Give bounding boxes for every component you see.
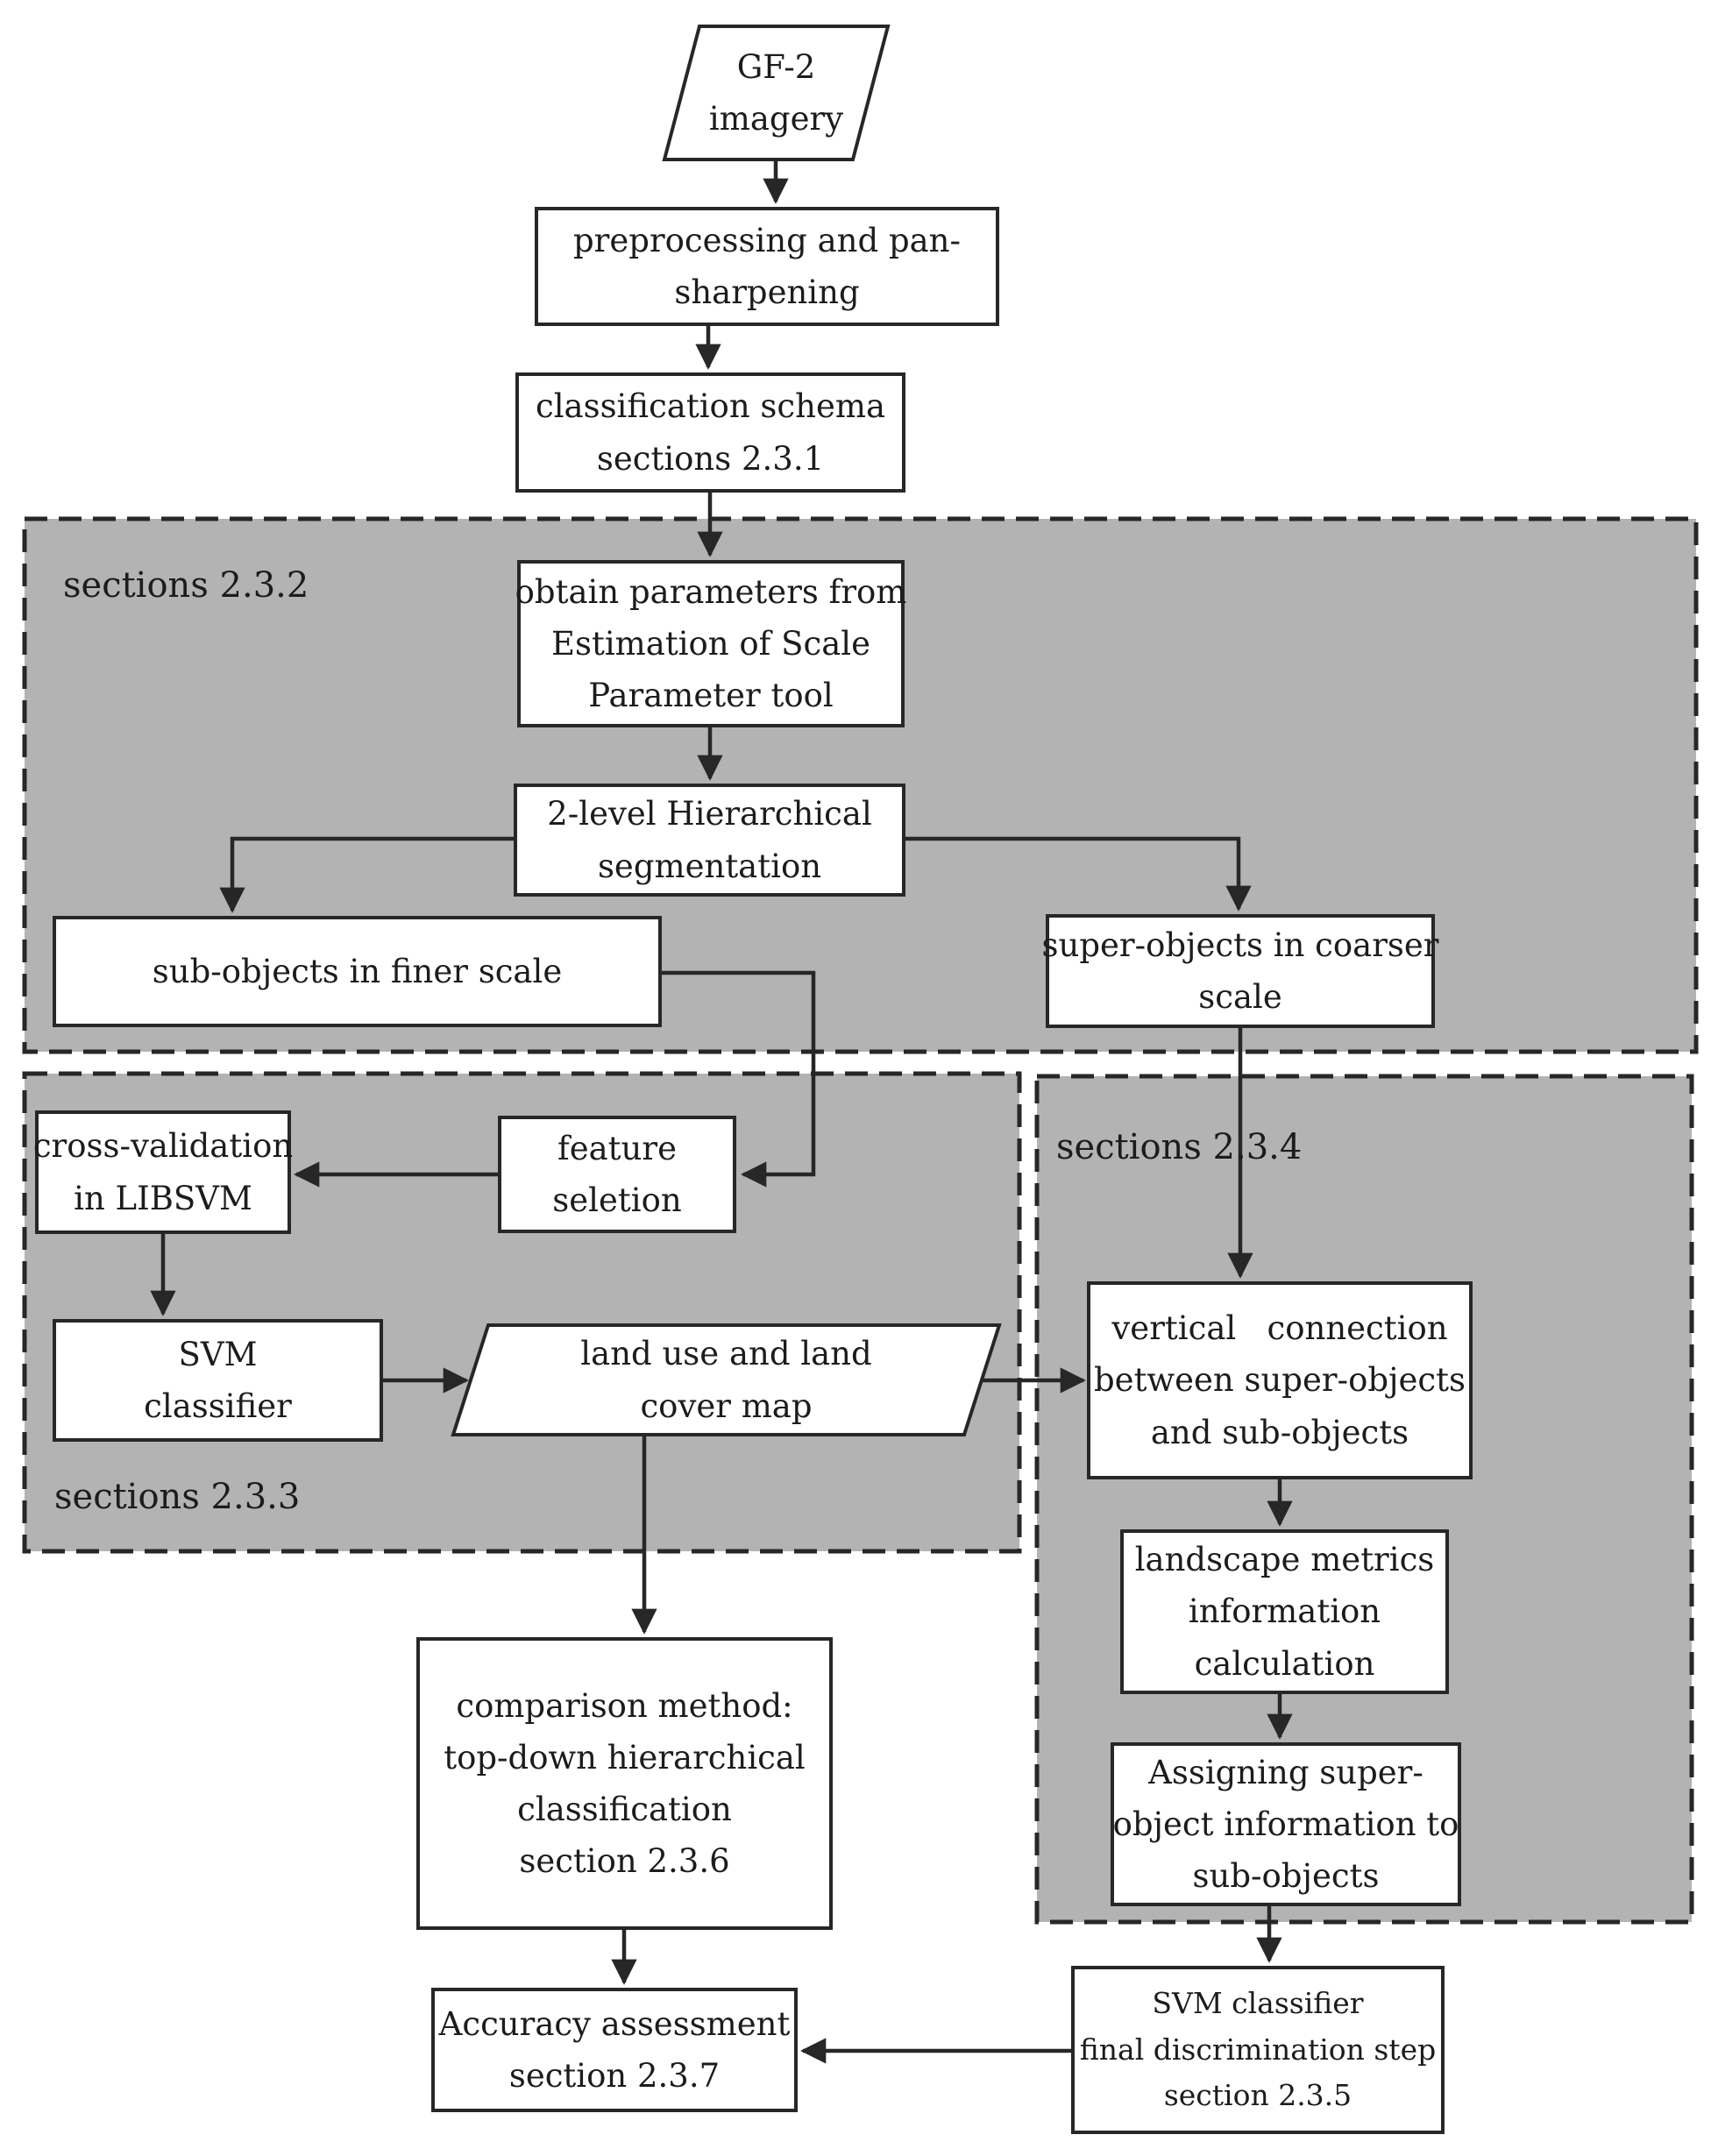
node-line: classification schema — [535, 387, 886, 426]
node-line: Assigning super- — [1148, 1753, 1423, 1791]
node-svm-classifier: SVM classifier — [53, 1319, 383, 1442]
node-line: landscape metrics — [1134, 1541, 1435, 1579]
node-line: scale — [1198, 978, 1282, 1016]
node-line: segmentation — [597, 847, 822, 885]
node-line: calculation — [1194, 1644, 1375, 1683]
node-classification-schema: classification schema sections 2.3.1 — [515, 372, 905, 493]
node-line: section 2.3.7 — [508, 2057, 721, 2095]
connector-sub-objects-to-feature-selection — [662, 970, 816, 1188]
node-feature-selection: feature seletion — [498, 1116, 736, 1233]
node-line: section 2.3.5 — [1163, 2078, 1352, 2113]
node-line: classification — [517, 1791, 732, 1828]
node-line: vertical connection — [1111, 1309, 1448, 1348]
parallelogram-shapes-layer — [451, 25, 1002, 1436]
node-line: sections 2.3.1 — [596, 439, 825, 478]
connector-segmentation-to-super-objects — [905, 836, 1252, 911]
node-line: sharpening — [674, 273, 860, 311]
region-label-sections-2-3-2: sections 2.3.2 — [63, 565, 309, 606]
node-line: seletion — [552, 1181, 682, 1219]
node-line: obtain parameters from — [515, 572, 907, 611]
region-label-sections-2-3-4: sections 2.3.4 — [1056, 1127, 1303, 1167]
node-line: super-objects in coarser — [1041, 926, 1439, 964]
node-svm-final: SVM classifier final discrimination step s… — [1071, 1966, 1445, 2134]
node-sub-objects: sub-objects in finer scale — [53, 916, 662, 1027]
node-preprocessing: preprocessing and pan-sharpening — [535, 207, 999, 326]
node-super-objects: super-objects in coarser scale — [1042, 914, 1439, 1028]
node-line: sub-objects in finer scale — [152, 952, 563, 990]
node-line: comparison method: — [456, 1686, 793, 1725]
node-line: Accuracy assessment — [438, 2004, 791, 2043]
node-line: cross-validation — [32, 1127, 294, 1166]
node-line: between super-objects — [1093, 1361, 1466, 1400]
node-line: Estimation of Scale — [550, 624, 870, 663]
node-line: information — [1188, 1592, 1381, 1631]
node-accuracy-assessment: Accuracy assessment section 2.3.7 — [431, 1988, 798, 2112]
shape-land-use-map — [451, 1323, 1002, 1436]
node-line: final discrimination step — [1079, 2032, 1437, 2067]
node-line: imagery — [708, 100, 844, 138]
node-line: SVM — [178, 1335, 258, 1373]
shape-gf2-imagery — [662, 25, 891, 161]
node-land-use-map: land use and land cover map — [453, 1325, 999, 1435]
node-line: sub-objects — [1192, 1857, 1380, 1896]
node-line: 2-level Hierarchical — [547, 795, 872, 833]
node-line: preprocessing and pan- — [572, 221, 962, 259]
node-line: Parameter tool — [588, 677, 834, 715]
node-assigning: Assigning super-object information to sub… — [1111, 1742, 1461, 1906]
node-line: top-down hierarchical — [444, 1738, 806, 1777]
node-line: feature — [557, 1129, 677, 1167]
node-line: object information to — [1112, 1805, 1459, 1843]
node-gf2-imagery: GF-2 imagery — [664, 26, 888, 160]
region-label-sections-2-3-3: sections 2.3.3 — [54, 1477, 301, 1517]
connectors-layer — [150, 160, 1293, 2064]
node-comparison-method: comparison method: top-down hierarchical c… — [416, 1637, 833, 1930]
node-cross-validation: cross-validation in LIBSVM — [32, 1110, 294, 1234]
node-line: GF-2 — [736, 47, 816, 86]
connector-segmentation-to-sub-objects — [219, 836, 514, 913]
node-landscape-metrics: landscape metrics information calculation — [1120, 1529, 1449, 1694]
node-segmentation: 2-level Hierarchical segmentation — [514, 784, 905, 897]
node-line: SVM classifier — [1152, 1985, 1364, 2020]
node-line: section 2.3.6 — [519, 1842, 730, 1881]
node-line: land use and land — [580, 1335, 872, 1373]
node-line: cover map — [640, 1387, 813, 1425]
node-line: in LIBSVM — [74, 1179, 252, 1217]
node-line: and sub-objects — [1150, 1413, 1409, 1451]
node-vertical-connection: vertical connection between super-objects… — [1087, 1281, 1473, 1479]
node-line: classifier — [144, 1387, 292, 1425]
